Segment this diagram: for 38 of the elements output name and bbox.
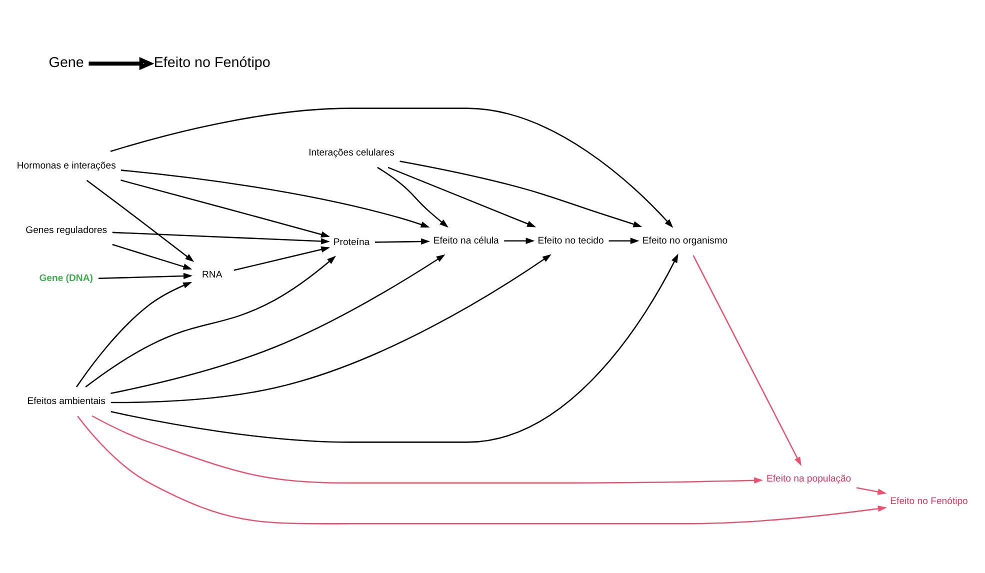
arrow: [110, 254, 552, 404]
node-text: Efeito na população: [766, 473, 852, 484]
arrow: [86, 180, 194, 262]
arrow: [110, 108, 674, 228]
arrow: [110, 254, 446, 394]
node-text: Efeito no organismo: [642, 235, 728, 246]
arrow: [856, 487, 887, 495]
node-text: Efeito no tecido: [538, 235, 604, 246]
arrow: [92, 415, 764, 484]
arrow: [76, 282, 192, 388]
arrow: [504, 238, 535, 244]
node-text: Efeito no Fenótipo: [154, 55, 270, 72]
node-text: Gene: [48, 55, 84, 72]
arrow: [692, 255, 802, 466]
node-text: Gene (DNA): [39, 272, 93, 284]
arrow: [234, 246, 330, 271]
arrow: [77, 416, 887, 524]
arrow: [98, 272, 192, 280]
arrow: [112, 232, 330, 244]
arrow: [112, 244, 192, 270]
node-text: Efeito no Fenótipo: [890, 496, 968, 507]
arrow: [120, 180, 330, 238]
arrow: [400, 160, 642, 228]
node-text: Efeitos ambientais: [27, 396, 106, 407]
arrow: [388, 166, 536, 228]
arrow: [377, 166, 448, 228]
arrow: [374, 238, 430, 245]
node-text: Efeito na célula: [433, 235, 499, 246]
node-text: Proteína: [333, 236, 370, 248]
arrow: [85, 256, 336, 388]
arrow: [110, 254, 678, 443]
arrow: [88, 57, 154, 70]
node-text: RNA: [202, 270, 222, 281]
arrow: [120, 170, 430, 228]
node-text: Genes reguladores: [26, 224, 108, 236]
arrow: [608, 238, 640, 244]
node-text: Hormonas e interações: [16, 160, 116, 172]
node-text: Interações celulares: [308, 148, 394, 159]
